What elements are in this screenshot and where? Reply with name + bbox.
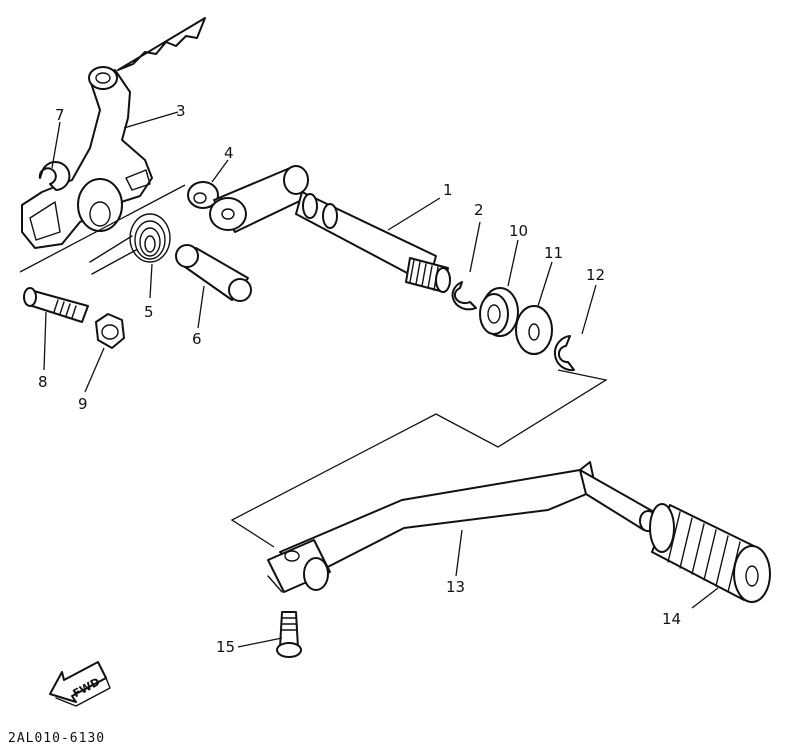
collar-part-4 [187, 181, 219, 209]
callout-10: 10 [509, 222, 528, 240]
shift-shaft-part-1 [209, 165, 451, 293]
callout-3: 3 [176, 102, 186, 120]
callout-14: 14 [662, 610, 681, 628]
callout-1: 1 [443, 181, 453, 199]
bolt-part-15 [276, 611, 302, 658]
callout-6: 6 [192, 330, 202, 348]
callout-11: 11 [544, 244, 563, 262]
leader-lines [43, 111, 719, 648]
callout-5: 5 [144, 303, 154, 321]
circlip-part-12 [553, 335, 575, 372]
shift-pedal-part-13 [267, 461, 657, 593]
torsion-spring-part-5 [89, 213, 171, 275]
callout-15: 15 [216, 638, 235, 656]
bolt-part-8 [23, 287, 89, 323]
callout-13: 13 [446, 578, 465, 596]
callout-8: 8 [38, 373, 48, 391]
pedal-rubber-part-14 [649, 503, 771, 603]
bush-part-10 [479, 287, 519, 337]
pin-part-6 [175, 244, 252, 302]
circlip-part-7 [38, 161, 71, 191]
callout-2: 2 [474, 201, 484, 219]
shift-arm-part-3 [21, 17, 206, 249]
washer-part-11 [515, 305, 553, 355]
figure-code: 2AL010-6130 [8, 731, 105, 746]
assembly-line [19, 184, 608, 548]
circlip-part-2 [451, 281, 477, 311]
callout-12: 12 [586, 266, 605, 284]
callout-4: 4 [224, 144, 234, 162]
fwd-direction-arrow: FWD [49, 661, 111, 707]
nut-part-9 [95, 313, 125, 349]
callout-7: 7 [55, 106, 65, 124]
callout-9: 9 [78, 395, 88, 413]
